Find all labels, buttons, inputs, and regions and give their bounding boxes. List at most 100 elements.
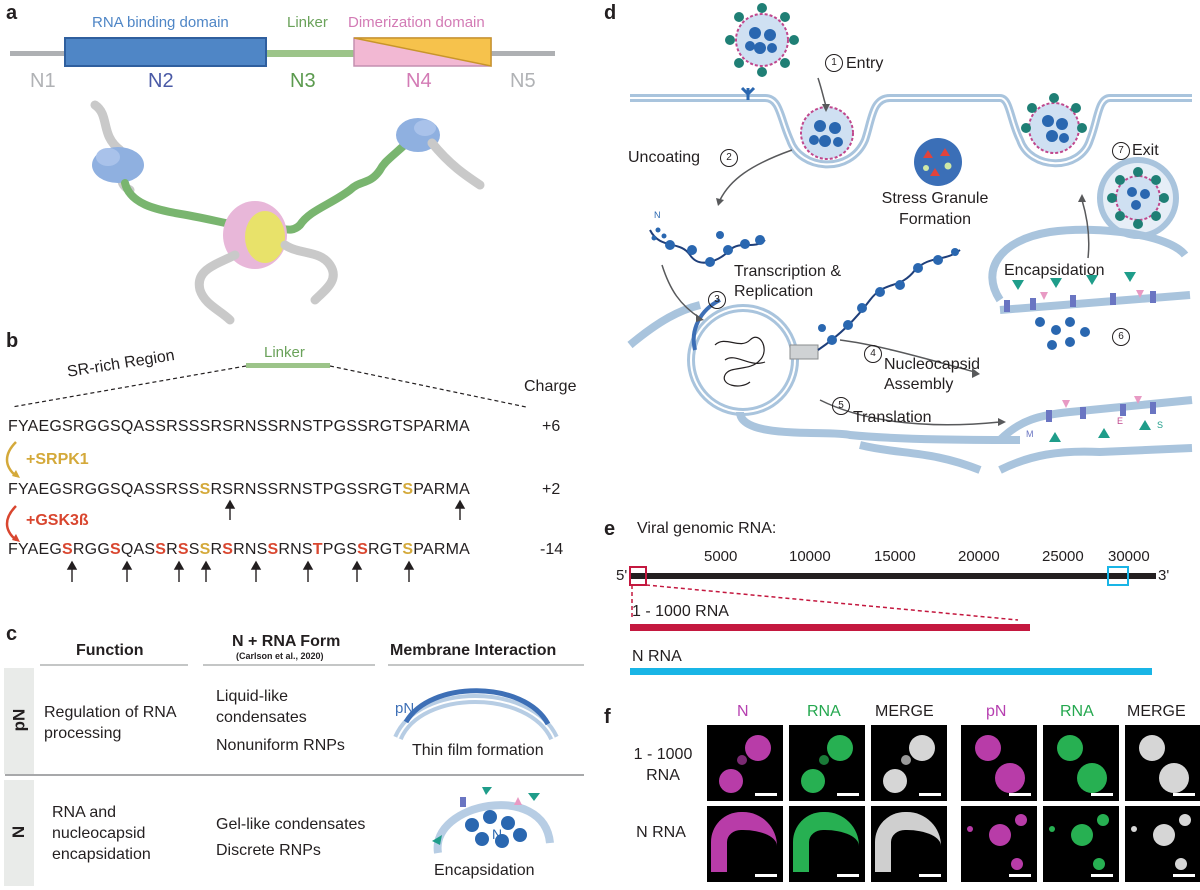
tick-10000: 10000 [789,548,831,565]
micrograph-rna-1000-right [1043,725,1119,801]
panel-a-label: a [6,2,18,24]
region-n-box [1107,566,1129,586]
three-prime: 3' [1158,567,1170,584]
step-3-label: Transcription & Replication [734,263,841,300]
micrograph-rna-nrna-right [1043,806,1119,882]
encapsidation-illustration [432,787,554,854]
micrograph-pn-nrna [961,806,1037,882]
tick-25000: 25000 [1042,548,1084,565]
panel-d-label: d [604,2,617,24]
step-2-number: 2 [720,149,738,167]
rna-1-1000-bar [630,624,1030,631]
step-1-number: 1 [825,54,843,72]
domain-map [10,37,555,67]
row-pn-form-1: Liquid-like condensates [216,688,307,726]
region-n3: N3 [290,70,316,92]
col-pn: pN [986,703,1007,720]
region-n2: N2 [148,70,174,92]
sequence-srpk1: FYAEGSRGGSQASSRSSSRSRNSSRNSTPGSSRGTSPARM… [8,481,470,498]
step-6-number: 6 [1112,328,1130,346]
micrograph-rna-nrna-left [789,806,865,882]
table-lines [5,664,584,776]
thin-film-illustration [393,688,559,741]
protein-structure [90,100,485,325]
stress-granule-label: Stress Granule Formation [881,190,989,228]
row-n-form-2: Discrete RNPs [216,842,321,859]
row-1-1000-label: 1 - 1000 RNA [633,746,693,784]
row-n-function: RNA and nucleocapsid encapsidation [52,804,151,863]
row-pn-function: Regulation of RNA processing [44,704,176,742]
sequence-gsk3b: FYAEGSRGGSQASSRSSSRSRNSSRNSTPGSSRGTSPARM… [8,541,471,558]
charge-unmodified: +6 [542,418,561,435]
col-membrane-header: Membrane Interaction [390,642,557,659]
row-n-tag: N [9,825,29,839]
srpk1-label: +SRPK1 [26,451,89,468]
tick-30000: 30000 [1108,548,1150,565]
step-6-label: Encapsidation [1004,262,1105,279]
col-rna-left: RNA [807,703,841,720]
five-prime: 5' [616,567,628,584]
charge-srpk1: +2 [542,481,561,498]
micrograph-n-1000 [707,725,783,801]
micrograph-merge-nrna-right [1125,806,1200,882]
charge-gsk3b: -14 [540,541,564,558]
charge-header: Charge [524,378,577,395]
col-merge-left: MERGE [875,703,934,720]
step-5-label: Translation [853,409,932,426]
sequence-unmodified: FYAEGSRGGSQASSRSSSRSRNSSRNSTPGSSRGTSPARM… [8,418,470,435]
row-pn-tag-box [4,668,34,774]
srpk1-site-arrows [224,499,466,520]
panel-b-label: b [6,330,19,352]
tick-5000: 5000 [704,548,738,565]
micrograph-merge-1000-right [1125,725,1200,801]
genome-title: Viral genomic RNA: [637,520,777,537]
linker-zoom-lines [11,363,527,408]
region-n5: N5 [510,70,536,92]
row-pn-tag: pN [9,708,29,732]
n-protein-tag: N [654,210,661,220]
row-n-tag-box [4,780,34,886]
linker-bar [266,50,354,57]
cell-diagram [627,3,1193,474]
region-n4: N4 [406,70,432,92]
genome-bar [630,573,1156,579]
step-5-number: 5 [832,397,850,415]
row-n-membrane: Encapsidation [434,862,535,879]
region-n1: N1 [30,70,56,92]
dimerization-domain-title: Dimerization domain [348,14,485,31]
step-1-label: Entry [846,55,884,72]
gsk3b-arrow [5,505,20,542]
panel-f-label: f [604,706,611,728]
micrograph-rna-1000-left [789,725,865,801]
membrane-protein-m: M [1026,429,1034,439]
tick-20000: 20000 [958,548,1000,565]
dimerization-accent [353,37,492,67]
n-rna-bar [630,668,1152,675]
col-n: N [737,703,749,720]
row-pn-form-2: Nonuniform RNPs [216,737,345,754]
micrograph-merge-nrna-left [871,806,947,882]
micrograph-merge-1000-left [871,725,947,801]
col-rna-right: RNA [1060,703,1094,720]
srpk1-arrow [5,441,20,478]
micrograph-pn-1000 [961,725,1037,801]
rna-1-1000-label: 1 - 1000 RNA [632,603,729,620]
rna-binding-domain-box [64,37,267,67]
step-7-label: Exit [1132,142,1159,159]
linker-label: Linker [264,344,305,361]
encapsidation-tag: N [492,826,503,842]
step-2-label: Uncoating [628,149,701,166]
membrane-protein-e: E [1117,416,1124,426]
genome-map [629,566,1156,675]
row-n-rna-label: N RNA [636,824,686,841]
gsk3b-label: +GSK3ß [26,512,89,529]
step-4-label: Nucleocapsid Assembly [884,356,981,393]
rna-binding-domain-title: RNA binding domain [92,14,229,31]
col-form-header: N + RNA Form [232,633,341,650]
tick-15000: 15000 [874,548,916,565]
panel-e-label: e [604,518,616,540]
col-function-header: Function [76,642,144,659]
membrane-protein-s: S [1157,420,1164,430]
step-7-number: 7 [1112,142,1130,160]
row-n-form-1: Gel-like condensates [216,816,366,833]
